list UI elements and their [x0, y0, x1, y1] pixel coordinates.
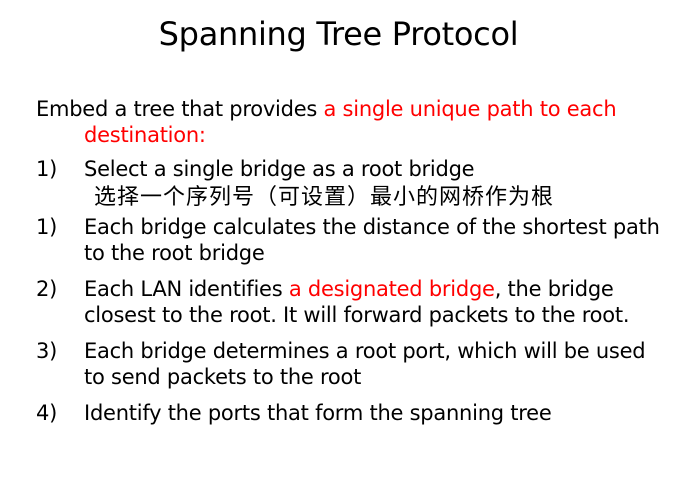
item-number: 4)	[36, 401, 58, 425]
item-number: 2)	[36, 277, 58, 301]
item-highlight: a designated bridge	[288, 277, 495, 301]
list-item: 4) Identify the ports that form the span…	[36, 400, 666, 426]
list-item: 1) Select a single bridge as a root brid…	[36, 156, 666, 182]
item-text: Each bridge calculates the distance of t…	[84, 215, 660, 265]
item-subtext-chinese: 选择一个序列号（可设置）最小的网桥作为根	[94, 185, 555, 210]
item-text: Select a single bridge as a root bridge	[84, 157, 475, 181]
item-number: 3)	[36, 339, 58, 363]
intro-highlight: a single unique path to each destination…	[84, 97, 617, 147]
item-text: Each LAN identifies	[84, 277, 289, 301]
item-number: 1)	[36, 215, 58, 239]
item-number: 1)	[36, 157, 58, 181]
list-item: 1) Each bridge calculates the distance o…	[36, 214, 666, 266]
list-item: 3) Each bridge determines a root port, w…	[36, 338, 666, 390]
list-item: 2) Each LAN identifies a designated brid…	[36, 276, 666, 328]
item-text-after: , the bridge closest to the root. It wil…	[84, 277, 630, 327]
item-text: Each bridge determines a root port, whic…	[84, 339, 646, 389]
slide-body: Embed a tree that provides a single uniq…	[36, 96, 666, 426]
slide-title: Spanning Tree Protocol	[158, 15, 519, 53]
intro-text: Embed a tree that provides	[36, 97, 324, 121]
item-text: Identify the ports that form the spannin…	[84, 401, 552, 425]
intro-paragraph: Embed a tree that provides a single uniq…	[36, 96, 666, 148]
